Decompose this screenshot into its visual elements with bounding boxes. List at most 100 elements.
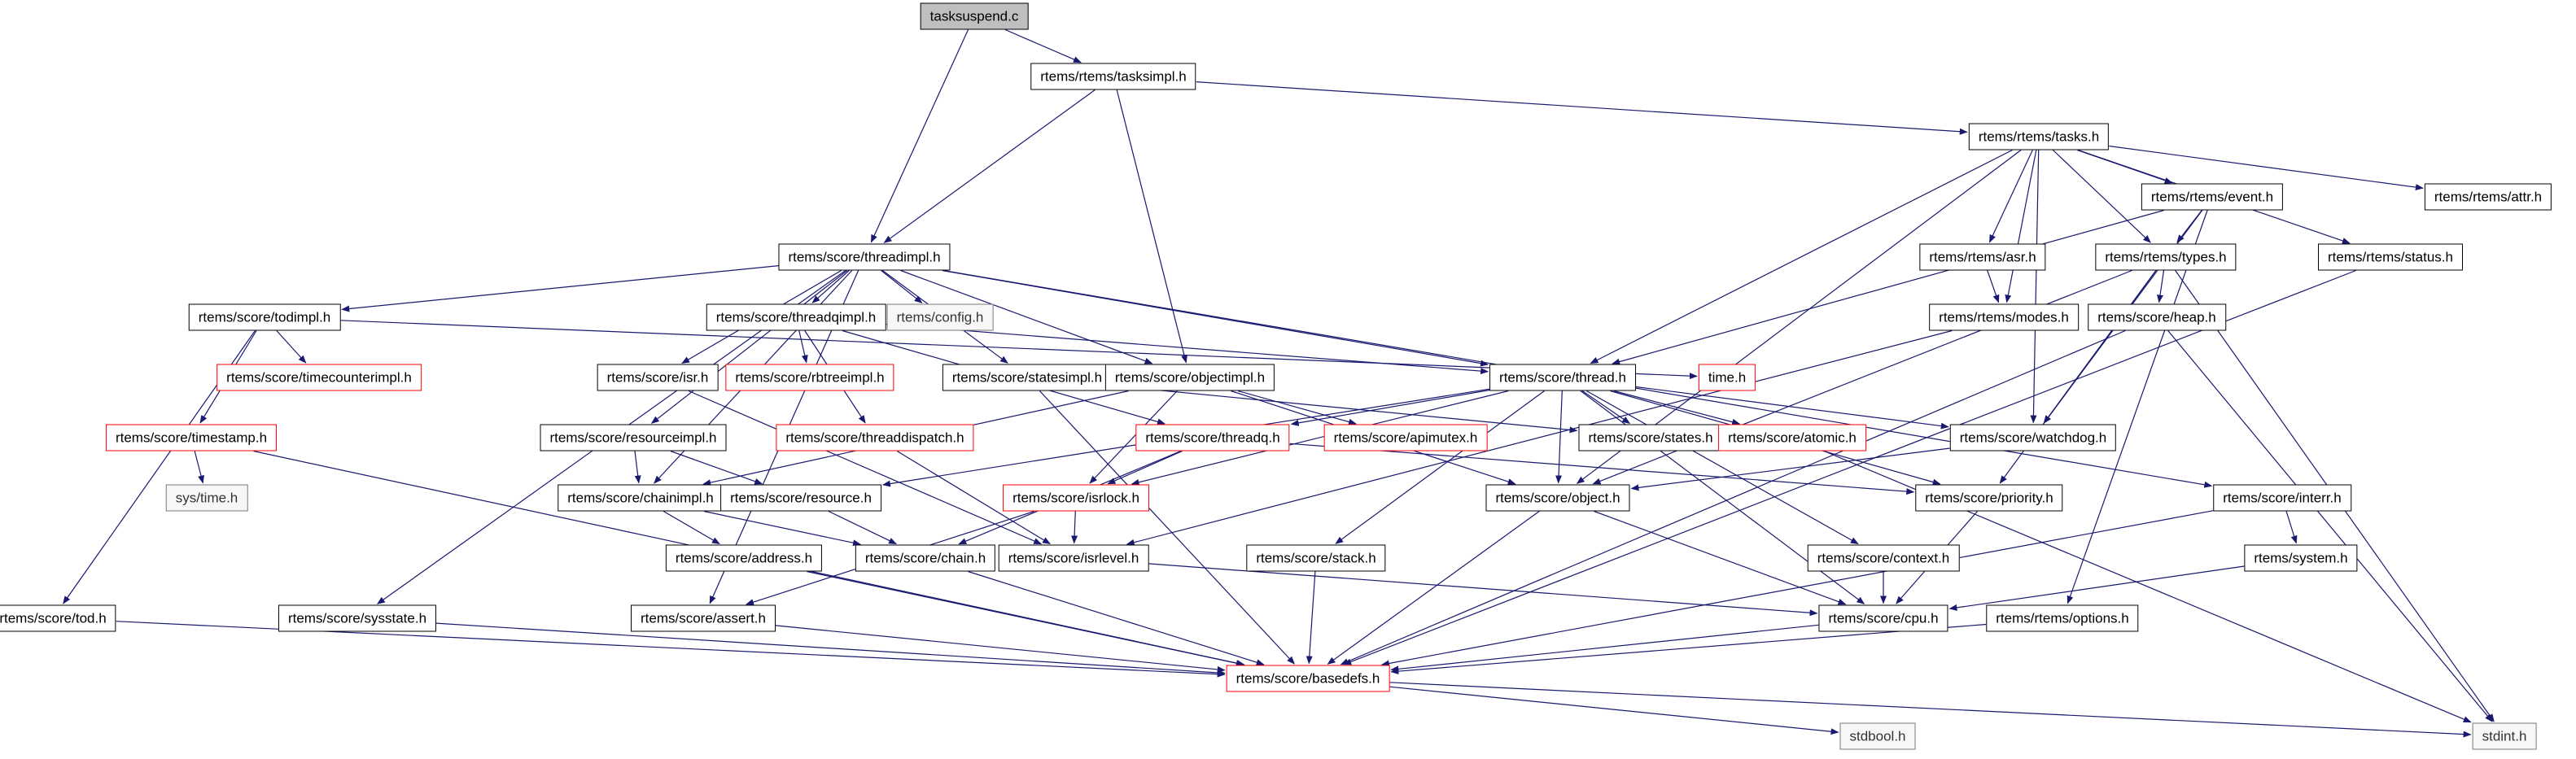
include-edge-tasksimpl-to-tasks xyxy=(1196,81,1968,135)
graph-node-threadimpl[interactable]: rtems/score/threadimpl.h xyxy=(778,243,951,271)
include-edge-modes-to-isrlevel xyxy=(1126,329,1953,546)
graph-node-threadqimpl[interactable]: rtems/score/threadqimpl.h xyxy=(706,303,886,331)
graph-node-basedefs[interactable]: rtems/score/basedefs.h xyxy=(1226,665,1390,692)
graph-node-threaddispatch[interactable]: rtems/score/threaddispatch.h xyxy=(776,424,974,451)
graph-node-modes[interactable]: rtems/rtems/modes.h xyxy=(1929,303,2079,331)
include-edge-thread-to-context xyxy=(1586,390,1859,545)
graph-node-rbtreeimpl[interactable]: rtems/score/rbtreeimpl.h xyxy=(725,364,894,391)
graph-node-systime: sys/time.h xyxy=(165,484,248,512)
graph-node-heap[interactable]: rtems/score/heap.h xyxy=(2088,303,2226,331)
include-edge-resourceimpl-to-chainimpl xyxy=(634,451,641,484)
graph-node-isrlevel[interactable]: rtems/score/isrlevel.h xyxy=(998,544,1149,572)
graph-node-attr[interactable]: rtems/rtems/attr.h xyxy=(2424,183,2552,211)
include-edge-objectimpl-to-apimutex xyxy=(1237,390,1357,425)
include-edge-threaddispatch-to-isrlevel xyxy=(896,450,1051,545)
include-edge-tasks-to-modes xyxy=(2005,150,2037,303)
include-edge-system-to-cpu xyxy=(1948,565,2245,611)
include-edge-types-to-heap xyxy=(2157,270,2165,303)
graph-node-tod[interactable]: rtems/score/tod.h xyxy=(0,604,116,632)
graph-node-stack[interactable]: rtems/score/stack.h xyxy=(1246,544,1386,572)
include-edge-threadqimpl-to-rbtreeimpl xyxy=(798,330,808,364)
include-edge-threadq-to-isrlock xyxy=(1107,450,1183,485)
include-edge-thread-to-object xyxy=(1555,390,1563,484)
include-edge-interr-to-system xyxy=(2285,511,2298,544)
include-edge-threadimpl-to-resourceimpl xyxy=(650,270,848,424)
graph-node-interr[interactable]: rtems/score/interr.h xyxy=(2213,484,2351,512)
include-edge-tasksimpl-to-objectimpl xyxy=(1116,89,1187,364)
graph-node-resource[interactable]: rtems/score/resource.h xyxy=(720,484,881,512)
include-edge-chain-to-basedefs xyxy=(968,570,1265,666)
graph-node-chain[interactable]: rtems/score/chain.h xyxy=(855,544,996,572)
include-edge-stack-to-basedefs xyxy=(1305,571,1316,665)
graph-node-thread[interactable]: rtems/score/thread.h xyxy=(1489,364,1636,391)
include-edge-thread-to-atomic xyxy=(1613,390,1741,425)
include-edge-threadq-to-priority xyxy=(1289,443,1915,495)
include-edge-thread-to-watchdog xyxy=(1635,386,1949,430)
graph-node-tasksimpl[interactable]: rtems/rtems/tasksimpl.h xyxy=(1030,63,1196,90)
include-edge-asr-to-modes xyxy=(1987,270,2000,303)
graph-node-object[interactable]: rtems/score/object.h xyxy=(1485,484,1630,512)
graph-node-cpu[interactable]: rtems/score/cpu.h xyxy=(1818,604,1948,632)
include-edge-address-to-basedefs xyxy=(807,570,1244,667)
include-edge-todimpl-to-time_h xyxy=(340,320,1698,380)
include-edge-tasks-to-attr xyxy=(2109,145,2424,191)
graph-node-statesimpl[interactable]: rtems/score/statesimpl.h xyxy=(942,364,1113,391)
graph-node-watchdog[interactable]: rtems/score/watchdog.h xyxy=(1949,424,2117,451)
include-edge-sysstate-to-basedefs xyxy=(435,622,1226,676)
graph-node-tasksuspend_c: tasksuspend.c xyxy=(920,2,1029,30)
graph-node-apimutex[interactable]: rtems/score/apimutex.h xyxy=(1323,424,1488,451)
include-edge-tasks-to-thread xyxy=(1590,149,2013,364)
graph-node-sysstate[interactable]: rtems/score/sysstate.h xyxy=(278,604,437,632)
include-edge-tasks-to-types xyxy=(2052,150,2151,243)
include-edge-statesimpl-to-states xyxy=(1112,385,1578,434)
graph-node-stdbool: stdbool.h xyxy=(1839,722,1916,750)
include-edge-thread-to-threadq xyxy=(1290,389,1490,426)
graph-node-timestamp[interactable]: rtems/score/timestamp.h xyxy=(105,424,278,451)
graph-node-resourceimpl[interactable]: rtems/score/resourceimpl.h xyxy=(540,424,727,451)
graph-node-atomic[interactable]: rtems/score/atomic.h xyxy=(1718,424,1866,451)
graph-node-options[interactable]: rtems/rtems/options.h xyxy=(1986,604,2139,632)
include-edge-options-to-basedefs xyxy=(1390,623,1987,675)
include-edge-chainimpl-to-address xyxy=(663,510,720,545)
graph-node-isr[interactable]: rtems/score/isr.h xyxy=(597,364,719,391)
graph-node-address[interactable]: rtems/score/address.h xyxy=(665,544,823,572)
graph-node-context[interactable]: rtems/score/context.h xyxy=(1807,544,1960,572)
graph-node-priority[interactable]: rtems/score/priority.h xyxy=(1915,484,2063,512)
graph-node-event[interactable]: rtems/rtems/event.h xyxy=(2141,183,2284,211)
graph-node-states[interactable]: rtems/score/states.h xyxy=(1578,424,1723,451)
graph-node-objectimpl[interactable]: rtems/score/objectimpl.h xyxy=(1104,364,1275,391)
include-edge-threadimpl-to-threadqimpl xyxy=(811,270,850,303)
include-edge-object-to-basedefs xyxy=(1327,511,1540,665)
graph-node-time_h[interactable]: time.h xyxy=(1698,364,1756,391)
graph-node-isrlock[interactable]: rtems/score/isrlock.h xyxy=(1003,484,1149,512)
graph-node-asr[interactable]: rtems/rtems/asr.h xyxy=(1919,243,2046,271)
graph-node-assert[interactable]: rtems/score/assert.h xyxy=(631,604,776,632)
include-edge-tasksuspend_c-to-threadimpl xyxy=(870,29,969,243)
include-edge-objectimpl-to-isrlock xyxy=(1089,390,1178,484)
include-edge-threadqimpl-to-thread xyxy=(886,324,1489,375)
graph-node-status[interactable]: rtems/rtems/status.h xyxy=(2318,243,2463,271)
include-edge-threadimpl-to-config xyxy=(881,270,923,303)
graph-node-system[interactable]: rtems/system.h xyxy=(2244,544,2358,572)
include-edge-thread-to-isrlock xyxy=(1131,390,1509,486)
include-edge-event-to-options xyxy=(2066,210,2208,604)
include-edge-basedefs-to-stdint xyxy=(1389,682,2472,738)
graph-node-config: rtems/config.h xyxy=(886,303,994,331)
graph-node-todimpl[interactable]: rtems/score/todimpl.h xyxy=(188,303,341,331)
include-edge-thread-to-stack xyxy=(1335,390,1545,544)
graph-node-types[interactable]: rtems/rtems/types.h xyxy=(2095,243,2237,271)
include-edge-heap-to-basedefs xyxy=(1340,329,2126,665)
graph-node-stdint: stdint.h xyxy=(2472,722,2537,750)
graph-node-tasks[interactable]: rtems/rtems/tasks.h xyxy=(1968,123,2110,150)
include-edge-status-to-basedefs xyxy=(1343,269,2356,665)
graph-node-timecounterimpl[interactable]: rtems/score/timecounterimpl.h xyxy=(216,364,422,391)
include-edge-interr-to-basedefs xyxy=(1380,510,2214,667)
include-edge-watchdog-to-object xyxy=(1630,447,1950,491)
include-edge-tasksimpl-to-threadimpl xyxy=(883,89,1096,243)
include-edge-basedefs-to-stdbool xyxy=(1389,686,1839,735)
graph-node-chainimpl[interactable]: rtems/score/chainimpl.h xyxy=(558,484,724,512)
include-edge-tasks-to-watchdog xyxy=(2030,150,2040,424)
include-edge-assert-to-basedefs xyxy=(775,625,1226,673)
graph-node-threadq[interactable]: rtems/score/threadq.h xyxy=(1135,424,1290,451)
